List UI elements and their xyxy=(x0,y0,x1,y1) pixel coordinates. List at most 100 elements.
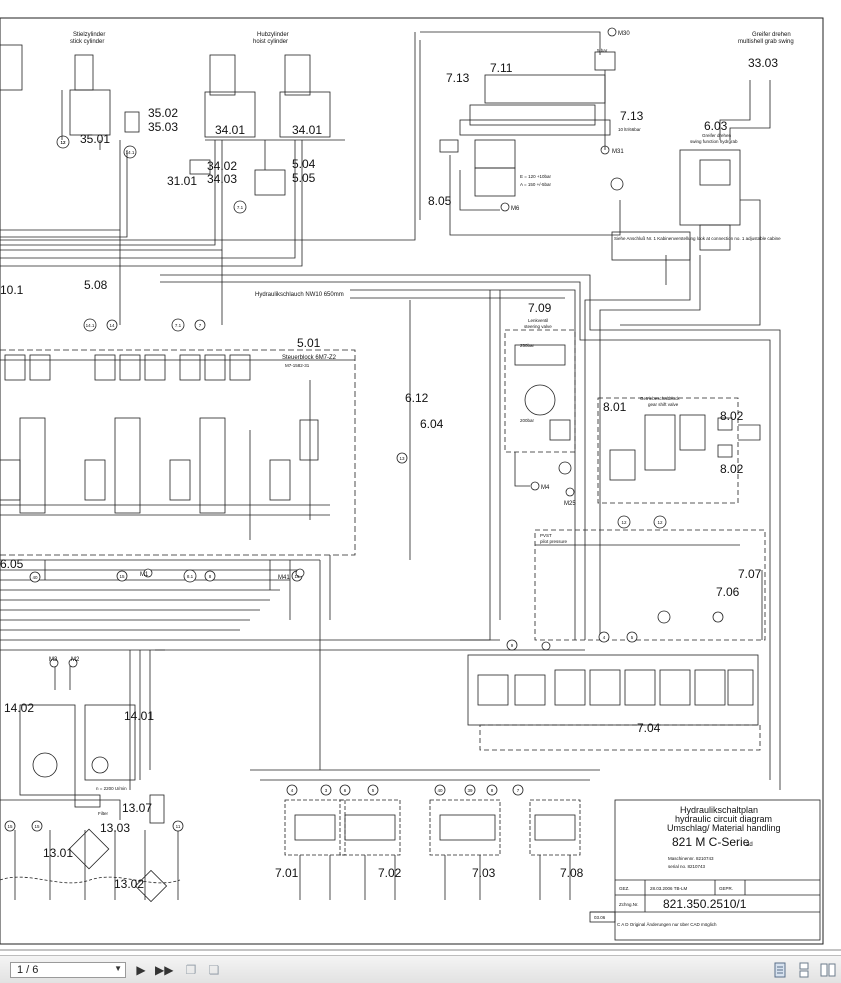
circle-number: 39 xyxy=(467,788,473,793)
circle-number: 5 xyxy=(372,788,375,793)
svg-text:serial no. 8210743: serial no. 8210743 xyxy=(668,864,706,869)
svg-text:Lenkventil: Lenkventil xyxy=(528,318,548,323)
svg-text:pilot pressure: pilot pressure xyxy=(540,539,568,544)
circle-number: 14.1 xyxy=(126,150,135,155)
circle-number: 12 xyxy=(60,140,66,145)
svg-text:Maschinennr. 8210743: Maschinennr. 8210743 xyxy=(668,856,714,861)
port-labels: M30 M31 M6 M4 M25 M1 M41 M3 M2 xyxy=(49,31,630,663)
ref-8-01: 8.01 xyxy=(603,400,627,414)
circle-number: 15 xyxy=(119,574,125,579)
ref-13-07: 13.07 xyxy=(122,801,152,815)
svg-text:M1: M1 xyxy=(140,572,149,578)
svg-text:Hydraulikschlauch NW10 650mm: Hydraulikschlauch NW10 650mm xyxy=(255,292,344,298)
svg-text:gear shift valve: gear shift valve xyxy=(648,402,679,407)
valve-sections xyxy=(0,354,330,540)
document-viewport[interactable]: 35.02 35.03 35.01 34.01 34.01 34.02 34.0… xyxy=(0,0,841,955)
ref-33-03: 33.03 xyxy=(748,56,778,70)
circle-number: 14.1 xyxy=(86,323,95,328)
next-page-icon[interactable]: ▶ xyxy=(136,963,146,977)
svg-text:Hubzylinder: Hubzylinder xyxy=(257,32,289,38)
svg-text:M7-1582-31: M7-1582-31 xyxy=(285,363,310,368)
circle-number: 6 xyxy=(344,788,347,793)
single-page-view-icon[interactable] xyxy=(772,962,788,978)
svg-text:M31: M31 xyxy=(612,149,624,155)
ref-6-04: 6.04 xyxy=(420,417,444,431)
ref-13-02: 13.02 xyxy=(114,877,144,891)
circle-number: 15 xyxy=(34,824,40,829)
ref-7-04: 7.04 xyxy=(637,721,661,735)
svg-text:n = 2200 U/min: n = 2200 U/min xyxy=(96,786,127,791)
ref-7-01: 7.01 xyxy=(275,866,299,880)
page-indicator: 1 / 6 xyxy=(17,964,39,976)
circle-number: 4 xyxy=(291,788,294,793)
ref-7-07: 7.07 xyxy=(738,567,762,581)
svg-text:ad: ad xyxy=(746,842,753,848)
circle-number: 3 xyxy=(325,788,328,793)
ref-34-01-a: 34.01 xyxy=(215,123,245,137)
svg-text:821.350.2510/1: 821.350.2510/1 xyxy=(663,897,747,911)
port-circles xyxy=(4,318,724,832)
paste-icon[interactable]: ❏ xyxy=(208,963,220,977)
ref-13-03: 13.03 xyxy=(100,821,130,835)
ref-6-12: 6.12 xyxy=(405,391,429,405)
two-page-view-icon[interactable] xyxy=(820,962,836,978)
ref-7-13-b: 7.13 xyxy=(620,109,644,123)
svg-text:10 ltr/66bar: 10 ltr/66bar xyxy=(618,127,641,132)
circle-number: 9 xyxy=(511,643,514,648)
viewer-toolbar: 1 / 6 ▼ ▶ ▶▶ ❐ ❏ xyxy=(0,955,841,983)
last-page-icon[interactable]: ▶▶ xyxy=(155,963,174,977)
circle-number: 7.1 xyxy=(237,205,244,210)
svg-text:250bar: 250bar xyxy=(520,343,535,348)
ref-5-08: 5.08 xyxy=(84,278,108,292)
hydraulic-schematic-sheet: 35.02 35.03 35.01 34.01 34.01 34.02 34.0… xyxy=(0,17,841,951)
ref-5-05: 5.05 xyxy=(292,171,316,185)
circle-number: 4 xyxy=(603,635,606,640)
ref-7-13-a: 7.13 xyxy=(446,71,470,85)
svg-text:821 M C-Serie: 821 M C-Serie xyxy=(672,835,750,849)
svg-text:C A D Original Änderungen nu: C A D Original Änderungen nur über CAD m… xyxy=(617,921,717,927)
ref-7-11: 7.11 xyxy=(490,61,513,75)
svg-text:Hydraulikschaltplan: Hydraulikschaltplan xyxy=(680,805,758,815)
circle-number: 8.1 xyxy=(187,574,194,579)
title-block: Hydraulikschaltplan hydraulic circuit di… xyxy=(594,805,781,927)
ref-8-02-a: 8.02 xyxy=(720,409,744,423)
ref-8-02-b: 8.02 xyxy=(720,462,744,476)
page-selector[interactable]: 1 / 6 ▼ xyxy=(10,962,126,978)
circle-number: 12 xyxy=(60,140,66,145)
svg-text:Filter: Filter xyxy=(98,811,109,816)
svg-text:M30: M30 xyxy=(618,31,630,37)
chevron-down-icon[interactable]: ▼ xyxy=(114,964,122,973)
ref-5-01: 5.01 xyxy=(297,336,321,350)
ref-6-05: 6.05 xyxy=(0,557,24,571)
svg-text:Greifer drehen: Greifer drehen xyxy=(752,32,791,38)
ref-35-03: 35.03 xyxy=(148,120,178,134)
ref-5-04: 5.04 xyxy=(292,157,316,171)
ref-34-03: 34.03 xyxy=(207,172,237,186)
ref-7-08: 7.08 xyxy=(560,866,584,880)
ref-35-01: 35.01 xyxy=(80,132,110,146)
svg-text:hydraulic circuit diagram: hydraulic circuit diagram xyxy=(675,814,772,824)
svg-text:M3: M3 xyxy=(49,657,58,663)
circle-number: 11 xyxy=(176,824,181,829)
copy-icon[interactable]: ❐ xyxy=(185,963,197,977)
svg-text:A = 150 +/-5bar: A = 150 +/-5bar xyxy=(520,182,552,187)
svg-text:M6: M6 xyxy=(511,206,520,212)
ref-7-03: 7.03 xyxy=(472,866,496,880)
ref-13-01: 13.01 xyxy=(43,846,73,860)
svg-text:28.03.2006 TB-LM: 28.03.2006 TB-LM xyxy=(650,886,687,891)
ref-6-03: 6.03 xyxy=(704,119,728,133)
svg-text:M25: M25 xyxy=(564,501,576,507)
svg-text:E = 120 +10bar: E = 120 +10bar xyxy=(520,174,552,179)
ref-14-02: 14.02 xyxy=(4,701,34,715)
svg-text:200bar: 200bar xyxy=(520,418,535,423)
circle-number: 8 xyxy=(491,788,494,793)
svg-text:GEZ.: GEZ. xyxy=(619,886,630,891)
svg-text:Steuerblock 6M7-Z2: Steuerblock 6M7-Z2 xyxy=(282,355,337,361)
circle-number: 15 xyxy=(294,574,300,579)
svg-text:03.06: 03.06 xyxy=(594,915,606,920)
svg-text:hoist cylinder: hoist cylinder xyxy=(253,39,288,45)
svg-text:multishell grab swing: multishell grab swing xyxy=(738,39,794,45)
continuous-view-icon[interactable] xyxy=(796,962,812,978)
ref-7-09: 7.09 xyxy=(528,301,552,315)
